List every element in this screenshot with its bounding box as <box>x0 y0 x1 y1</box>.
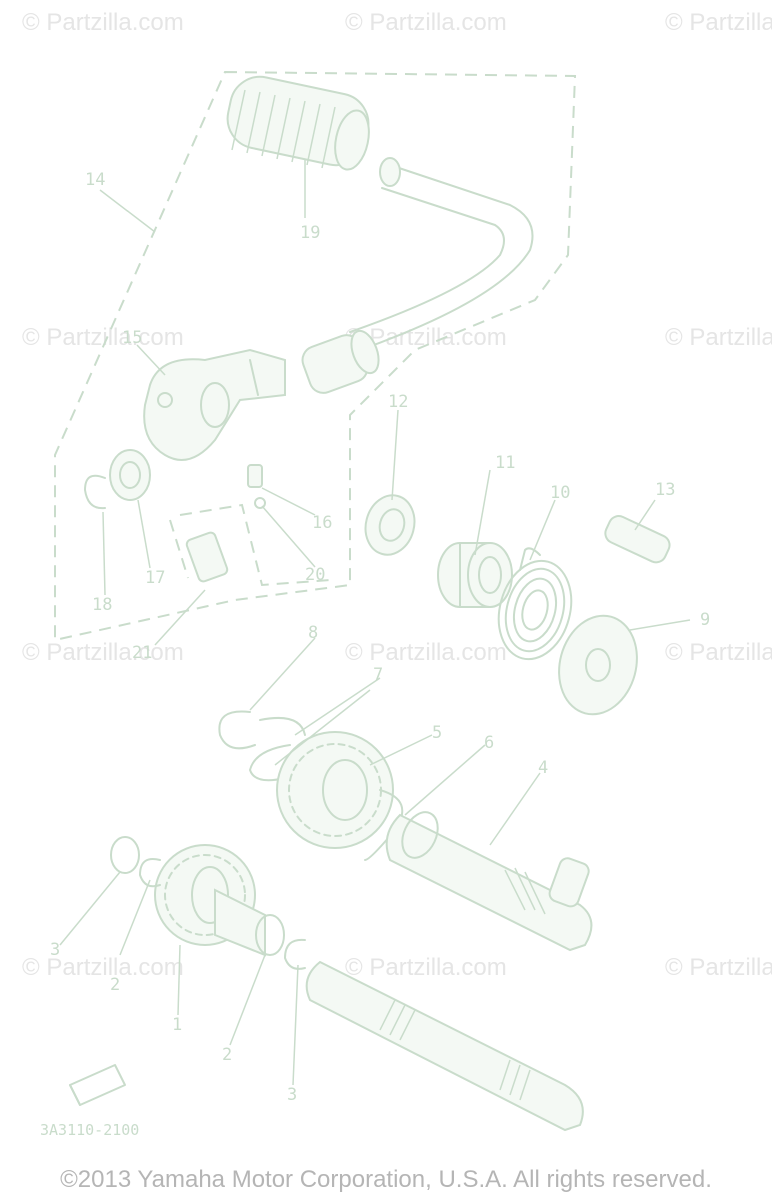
callout-1: 1 <box>172 1015 182 1035</box>
callout-2b: 2 <box>110 975 120 995</box>
kick-lever-assembly-outline <box>54 70 577 642</box>
part-bolt-21 <box>185 531 229 583</box>
callout-21: 21 <box>132 643 152 663</box>
part-idle-gear <box>154 844 266 957</box>
callout-15: 15 <box>122 328 142 348</box>
watermark: © Partzilla.com <box>665 9 772 36</box>
callout-3: 3 <box>50 940 60 960</box>
part-kick-grip <box>226 75 370 171</box>
part-ratchet-gear <box>276 731 394 849</box>
callout-3b: 3 <box>287 1085 297 1105</box>
callout-10: 10 <box>550 483 570 503</box>
part-washer <box>558 614 638 716</box>
callout-9: 9 <box>700 610 710 630</box>
sub-assembly-brackets <box>169 503 331 587</box>
watermark: © Partzilla.com <box>22 639 184 666</box>
part-kick-axle <box>385 811 593 952</box>
callout-16: 16 <box>312 513 332 533</box>
callout-19: 19 <box>300 223 320 243</box>
callout-labels: 1 2 2 3 3 4 5 6 7 8 9 10 11 12 13 14 15 … <box>50 170 710 1105</box>
callout-20: 20 <box>305 565 325 585</box>
callout-17: 17 <box>145 568 165 588</box>
front-arrow-icon <box>69 1064 126 1106</box>
small-parts <box>84 449 266 583</box>
part-kick-boss <box>143 348 286 461</box>
part-oil-seal <box>364 494 416 556</box>
watermark: © Partzilla.com <box>665 639 772 666</box>
callout-14: 14 <box>85 170 105 190</box>
part-clips-7-8 <box>218 710 306 782</box>
watermark: © Partzilla.com <box>345 639 507 666</box>
part-spring-16 <box>247 464 263 488</box>
part-circlip-18 <box>84 474 106 510</box>
watermark: © Partzilla.com <box>22 9 184 36</box>
callout-18: 18 <box>92 595 112 615</box>
callout-7: 7 <box>373 665 383 685</box>
leader-lines <box>59 160 691 1086</box>
watermark: © Partzilla.com <box>345 954 507 981</box>
callout-12: 12 <box>388 392 408 412</box>
watermark: © Partzilla.com <box>665 324 772 351</box>
callout-6: 6 <box>484 733 494 753</box>
watermark: © Partzilla.com <box>345 9 507 36</box>
part-main-axle <box>305 960 584 1132</box>
copyright-notice: ©2013 Yamaha Motor Corporation, U.S.A. A… <box>60 1166 712 1193</box>
part-ball-20 <box>254 497 266 509</box>
callout-11: 11 <box>495 453 515 473</box>
watermark: © Partzilla.com <box>665 954 772 981</box>
callout-4: 4 <box>538 758 548 778</box>
part-washer-17 <box>109 449 151 501</box>
part-kick-lever-arm <box>301 157 534 394</box>
callout-2: 2 <box>222 1045 232 1065</box>
callout-13: 13 <box>655 480 675 500</box>
watermark: © Partzilla.com <box>22 954 184 981</box>
callout-5: 5 <box>432 723 442 743</box>
diagram-code: 3A3110-2100 <box>40 1121 139 1139</box>
callout-8: 8 <box>308 623 318 643</box>
part-shaft-pin <box>604 515 671 564</box>
part-torsion-spring <box>497 547 573 661</box>
